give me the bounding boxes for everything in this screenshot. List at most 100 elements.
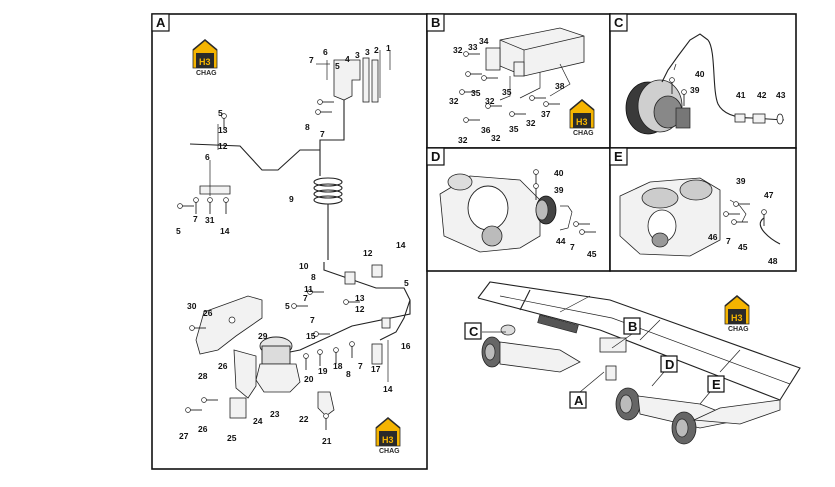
callout-a-21: 21 [322,436,332,446]
callout-a-13: 13 [218,125,228,135]
callout-d-44: 44 [556,236,566,246]
callout-a-23: 23 [270,409,280,419]
callout-a-2: 2 [374,45,379,55]
panel-a-label: A [156,15,166,30]
callout-a-16: 16 [401,341,411,351]
svg-text:H3: H3 [382,435,394,445]
callout-a-17: 17 [371,364,381,374]
callout-a-5d: 5 [285,301,290,311]
logo-panel-a-top: H3 CHAG [192,39,218,77]
callout-a-7f: 7 [358,361,363,371]
callout-e-47: 47 [764,190,774,200]
callout-a-5c: 5 [176,226,181,236]
panel-c-label: C [614,15,624,30]
logo-panel-b: H3 CHAG [569,99,595,137]
callout-a-18: 18 [333,361,343,371]
callout-a-22: 22 [299,414,309,424]
callout-b-36: 36 [481,125,491,135]
panel-c-callouts: 40 39 41 42 43 [690,69,786,100]
logo-panel-a-bottom: H3 CHAG [375,417,401,455]
callout-b-35: 35 [471,88,481,98]
panel-b-drawing [459,27,585,123]
callout-c-42: 42 [757,90,767,100]
callout-a-26b: 26 [218,361,228,371]
callout-b-37: 37 [541,109,551,119]
callout-e-7: 7 [726,236,731,246]
callout-a-24: 24 [253,416,263,426]
logo-overview: H3 CHAG [724,295,750,333]
callout-a-31: 31 [205,215,215,225]
callout-a-6: 6 [323,47,328,57]
callout-a-25: 25 [227,433,237,443]
callout-a-11: 11 [304,284,313,294]
callout-a-1: 1 [386,43,391,53]
callout-a-7d: 7 [303,293,308,303]
callout-e-46: 46 [708,232,718,242]
panel-e-callouts: 39 47 46 7 45 48 [708,176,778,266]
callout-a-8c: 8 [346,369,351,379]
panel-d-label: D [431,149,440,164]
callout-a-4: 4 [345,54,350,64]
callout-c-41: 41 [736,90,746,100]
callout-a-14b: 14 [396,240,406,250]
callout-b-32c: 32 [485,96,495,106]
callout-a-28: 28 [198,371,208,381]
callout-a-12c: 12 [363,248,373,258]
callout-d-40: 40 [554,168,564,178]
panel-b-callouts: 32 33 34 32 35 32 35 38 37 32 35 36 32 3… [449,36,565,145]
panel-b-label: B [431,15,440,30]
callout-a-14: 14 [220,226,230,236]
callout-a-7: 7 [309,55,314,65]
callout-b-32b: 32 [449,96,459,106]
panel-c-drawing [625,33,785,135]
callout-a-5e: 5 [404,278,409,288]
callout-a-15: 15 [306,331,316,341]
overview-label-a: A [574,393,584,408]
callout-c-39: 39 [690,85,700,95]
overview-callouts: C B D E A [464,317,725,409]
callout-a-13b: 13 [355,293,365,303]
callout-a-12b: 12 [355,304,365,314]
svg-text:CHAG: CHAG [379,448,400,455]
callout-a-8: 8 [305,122,310,132]
panel-a: A [151,13,428,470]
callout-b-32d: 32 [526,118,536,128]
callout-a-19: 19 [318,366,328,376]
panel-a-drawing [177,50,411,431]
panel-e-drawing [619,177,781,257]
callout-b-32: 32 [453,45,463,55]
callout-b-35c: 35 [509,124,519,134]
callout-a-8b: 8 [311,272,316,282]
callout-c-43: 43 [776,90,786,100]
callout-a-5: 5 [335,61,340,71]
callout-d-45: 45 [587,249,597,259]
callout-e-39: 39 [736,176,746,186]
callout-d-39: 39 [554,185,564,195]
overview-label-d: D [665,357,674,372]
callout-a-3b: 3 [355,50,360,60]
callout-a-10: 10 [299,261,309,271]
callout-a-7b: 7 [320,129,325,139]
callout-a-14c: 14 [383,384,393,394]
svg-text:H3: H3 [199,57,211,67]
callout-a-30: 30 [187,301,197,311]
svg-text:CHAG: CHAG [573,130,594,137]
callout-a-20: 20 [304,374,314,384]
panel-e-label: E [614,149,623,164]
callout-a-3: 3 [365,47,370,57]
svg-text:H3: H3 [576,117,588,127]
callout-b-35b: 35 [502,87,512,97]
callout-c-40: 40 [695,69,705,79]
callout-b-32f: 32 [458,135,468,145]
panel-a-callouts: 1 2 3 3 4 5 6 7 7 8 5 13 12 6 9 5 7 31 1… [176,43,411,446]
callout-a-5b: 5 [218,108,223,118]
callout-a-9: 9 [289,194,294,204]
overview-label-c: C [469,324,479,339]
callout-b-38: 38 [555,81,565,91]
callout-a-29: 29 [258,331,268,341]
callout-a-7c: 7 [193,214,198,224]
overview-label-e: E [712,377,721,392]
panel-d-drawing [439,169,597,253]
callout-a-26c: 26 [198,424,208,434]
